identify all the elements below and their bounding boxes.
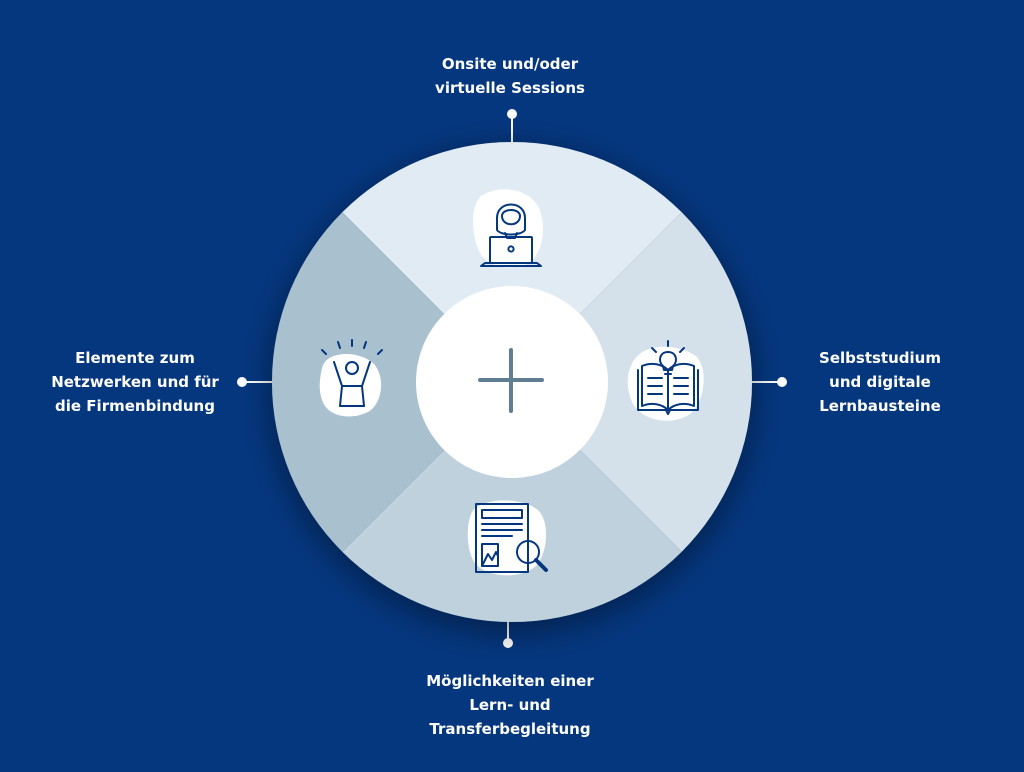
label-netzwerken: Elemente zum Netzwerken und für die Firm… (20, 346, 250, 418)
label-line: Möglichkeiten einer (426, 672, 594, 690)
segment-left (271, 212, 512, 552)
label-line: und digitale (829, 373, 931, 391)
connector-dot-bottom (503, 638, 513, 648)
label-transferbegleitung: Möglichkeiten einer Lern- und Transferbe… (380, 669, 640, 741)
label-selbststudium: Selbststudium und digitale Lernbausteine (790, 346, 970, 418)
cheering-person-icon (319, 339, 383, 417)
person-laptop-icon (472, 189, 543, 268)
connector-dot-top (507, 109, 517, 119)
book-lightbulb-icon (627, 340, 704, 421)
label-line: Transferbegleitung (429, 720, 591, 738)
label-line: virtuelle Sessions (435, 79, 585, 97)
label-onsite-sessions: Onsite und/oder virtuelle Sessions (380, 52, 640, 100)
label-line: die Firmenbindung (55, 397, 215, 415)
label-line: Onsite und/oder (441, 55, 579, 73)
label-line: Netzwerken und für (51, 373, 219, 391)
connector-dot-left (237, 377, 247, 387)
label-line: Lernbausteine (819, 397, 941, 415)
label-line: Selbststudium (819, 349, 941, 367)
plus-icon (478, 348, 544, 413)
document-magnifier-icon (467, 500, 548, 576)
label-line: Elemente zum (75, 349, 195, 367)
label-line: Lern- und (469, 696, 551, 714)
connector-dot-right (777, 377, 787, 387)
